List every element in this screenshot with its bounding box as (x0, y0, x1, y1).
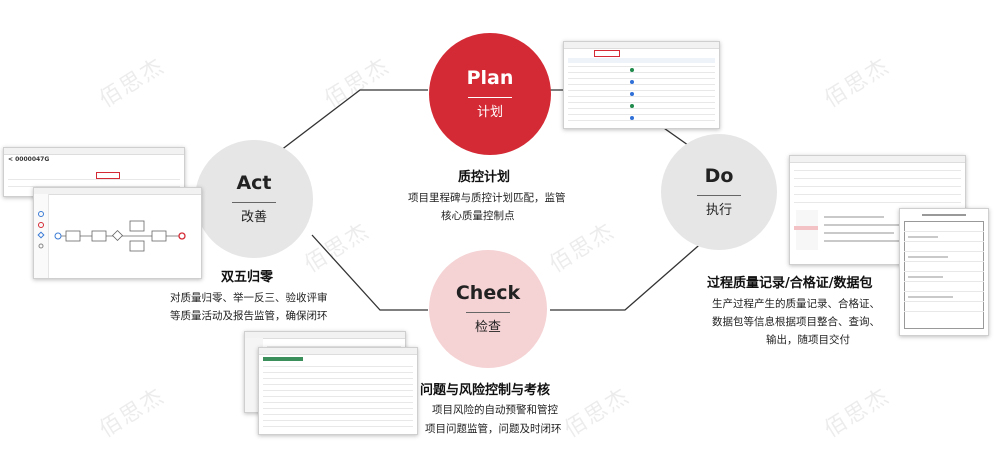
plan-desc-line-2: 核心质量控制点 (441, 210, 515, 222)
act-divider (232, 202, 276, 203)
check-screenshot-front (258, 347, 418, 435)
do-desc-line-3: 输出，随项目交付 (766, 334, 850, 346)
do-desc-line-2: 数据包等信息根据项目整合、查询、 (712, 316, 880, 328)
plan-title: Plan (466, 67, 514, 89)
act-title: Act (236, 172, 272, 194)
check-circle: Check 检查 (429, 250, 547, 368)
plan-subtitle: 计划 (476, 105, 503, 120)
act-record-id: < 0000047G (8, 156, 50, 163)
act-desc-line-2: 等质量活动及报告监管，确保闭环 (170, 310, 328, 322)
act-heading: 双五归零 (221, 270, 274, 285)
do-document-screenshot (899, 208, 989, 336)
do-subtitle: 执行 (705, 203, 732, 218)
act-circle: Act 改善 (195, 140, 313, 258)
do-desc-line-1: 生产过程产生的质量记录、合格证、 (712, 298, 880, 310)
act-desc-line-1: 对质量归零、举一反三、验收评审 (170, 292, 328, 304)
check-desc-line-2: 项目问题监管，问题及时闭环 (425, 423, 562, 435)
check-heading: 问题与风险控制与考核 (420, 383, 551, 398)
do-title: Do (704, 165, 734, 187)
plan-desc-line-1: 项目里程碑与质控计划匹配，监管 (408, 192, 566, 204)
do-circle: Do 执行 (661, 134, 777, 250)
connector-check-act (311, 234, 428, 311)
check-desc-line-1: 项目风险的自动预警和管控 (432, 404, 558, 416)
check-divider (466, 312, 510, 313)
check-subtitle: 检查 (474, 320, 501, 335)
plan-circle: Plan 计划 (429, 33, 551, 155)
plan-heading: 质控计划 (458, 170, 511, 185)
act-subtitle: 改善 (240, 210, 267, 225)
act-screenshot-front (33, 187, 202, 279)
do-heading: 过程质量记录/合格证/数据包 (707, 276, 873, 291)
do-divider (697, 195, 741, 196)
check-title: Check (455, 282, 521, 304)
plan-screenshot (563, 41, 720, 129)
do-list-screenshot (789, 155, 966, 265)
connector-act-plan (267, 89, 428, 161)
plan-divider (468, 97, 512, 98)
connector-do-check (550, 239, 706, 311)
